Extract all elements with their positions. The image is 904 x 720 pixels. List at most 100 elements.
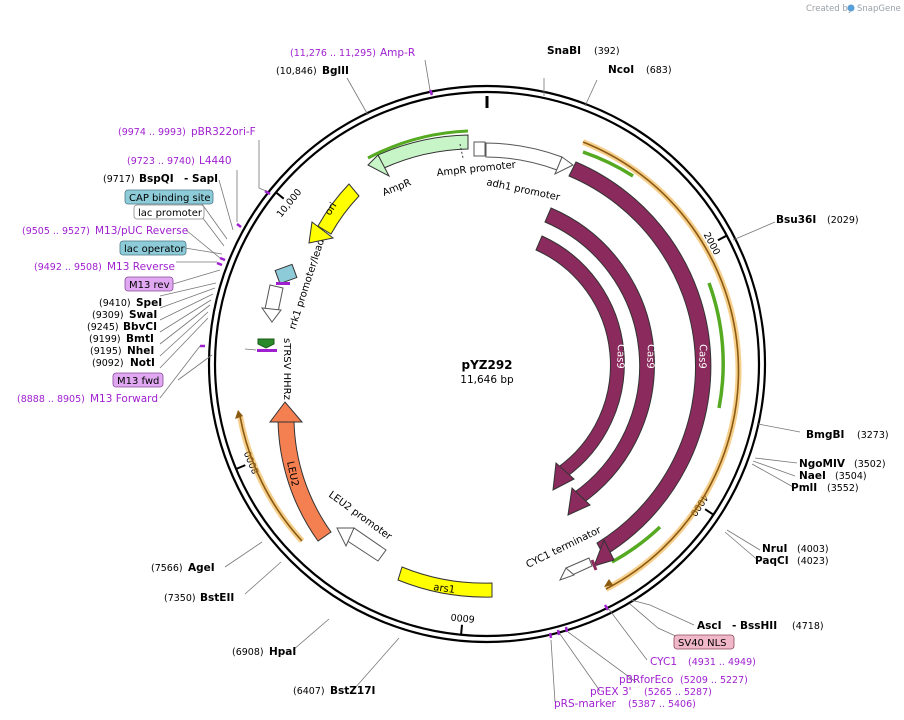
credit-prefix: Created by (806, 4, 853, 14)
site-name: BstZ17I (330, 685, 375, 697)
site-position: (3502) (854, 459, 886, 470)
plasmid-backbone (207, 84, 767, 644)
primer-pbrforeco[interactable]: pBRforEco (5209 .. 5227) (619, 674, 748, 686)
primer-name: M13 Reverse (107, 261, 175, 273)
site-paqci[interactable]: PaqCI (4023) (755, 555, 829, 567)
ori-feature[interactable]: ori (308, 183, 360, 244)
site-name: NaeI (799, 470, 826, 482)
site-name: AscI (697, 620, 722, 632)
strsv-hhrz-feature[interactable]: sTRSV HHRz (257, 338, 292, 400)
ars1-feature[interactable]: ars1 (397, 566, 493, 598)
primer-pgex3[interactable]: pGEX 3' (5265 .. 5287) (590, 686, 712, 698)
site-name: SwaI (129, 309, 157, 321)
adh1-promoter-label: adh1 promoter (485, 177, 561, 203)
primer-name: L4440 (199, 155, 232, 167)
primer-name: M13 Forward (90, 393, 158, 405)
site-name: BspQI (139, 173, 174, 185)
site-position: (4718) (792, 621, 824, 632)
primer-prs-marker[interactable]: pRS-marker (5387 .. 5406) (554, 698, 696, 710)
plasmid-size: 11,646 bp (460, 374, 514, 386)
site-hpai[interactable]: (6908) HpaI (232, 646, 296, 658)
primer-pbr322ori-f[interactable]: (9974 .. 9993) pBR322ori-F (118, 126, 256, 138)
site-bspqi-sapi[interactable]: (9717) BspQI - SapI (103, 173, 218, 185)
primer-range: (9974 .. 9993) (118, 127, 186, 138)
m13-fwd-label: M13 fwd (117, 376, 159, 387)
site-agei[interactable]: (7566) AgeI (151, 562, 215, 574)
primer-l4440[interactable]: (9723 .. 9740) L4440 (127, 155, 232, 167)
primer-amp-r[interactable]: (11,276 .. 11,295) Amp-R (290, 47, 415, 59)
leu2-promoter-feature[interactable]: LEU2 promoter (326, 490, 394, 562)
site-ncoi[interactable]: NcoI (683) (608, 64, 672, 76)
site-position: (683) (646, 65, 672, 76)
site-ngomiv[interactable]: NgoMIV (3502) (799, 458, 886, 470)
primer-range: (9492 .. 9508) (34, 262, 102, 273)
lac-promoter-box[interactable]: lac promoter (133, 204, 205, 220)
primer-name: pGEX 3' (590, 686, 632, 698)
primer-range: (5387 .. 5406) (628, 699, 696, 710)
ampr-promoter-label: AmpR promoter (436, 160, 517, 179)
sv40-nls-box[interactable]: SV40 NLS (673, 634, 735, 650)
site-position: (3273) (857, 430, 889, 441)
ampr-line-primer (367, 129, 469, 160)
site-name: BmtI (126, 333, 154, 345)
site-bmgbi[interactable]: BmgBI (3273) (806, 429, 889, 441)
site-bstz17i[interactable]: (6407) BstZ17I (293, 685, 375, 697)
site-name: SnaBI (547, 45, 581, 57)
primer-name: pBR322ori-F (191, 126, 256, 138)
site-name: BstEII (200, 592, 234, 604)
primer-m13-reverse[interactable]: (9492 .. 9508) M13 Reverse (34, 261, 175, 273)
site-position: (7350) (164, 593, 196, 604)
site-bglii[interactable]: (10,846) BglII (276, 65, 349, 77)
primer-cyc1[interactable]: CYC1 (4931 .. 4949) (650, 656, 756, 668)
cas9-outer[interactable]: Cas9 (568, 161, 712, 567)
m13-fwd-box[interactable]: M13 fwd (112, 372, 164, 388)
site-nrui[interactable]: NruI (4003) (762, 543, 829, 555)
cyc1-terminator-feature[interactable]: CYC1 terminator (524, 524, 604, 581)
site-position: (9195) (90, 346, 122, 357)
primer-range: (8888 .. 8905) (17, 394, 85, 405)
site-position: (9092) (92, 358, 124, 369)
cas9-middle[interactable]: Cas9 (544, 207, 656, 516)
leu2-label: LEU2 (284, 460, 300, 487)
tick-label: 6000 (450, 611, 475, 624)
site-position: (4023) (797, 556, 829, 567)
site-name: BbvCI (123, 321, 157, 333)
cas9-label-middle: Cas9 (644, 344, 656, 369)
site-name: NheI (127, 345, 154, 357)
site-bbvci[interactable]: (9245) BbvCI (87, 321, 157, 333)
site-naei[interactable]: NaeI (3504) (799, 470, 867, 482)
primer-range: (11,276 .. 11,295) (290, 48, 376, 59)
site-bsu36i[interactable]: Bsu36I (2029) (776, 214, 859, 226)
site-position: (6908) (232, 647, 264, 658)
site-snabi[interactable]: SnaBI (392) (547, 45, 620, 57)
site-spei[interactable]: (9410) SpeI (99, 297, 162, 309)
site-swai[interactable]: (9309) SwaI (92, 309, 157, 321)
site-pmli[interactable]: PmlI (3552) (791, 482, 859, 494)
adh1-promoter-feature[interactable]: adh1 promoter (485, 142, 574, 204)
site-nhei[interactable]: (9195) NheI (90, 345, 154, 357)
site-bmti[interactable]: (9199) BmtI (89, 333, 154, 345)
cap-binding-label: CAP binding site (129, 193, 211, 204)
site-bsteii[interactable]: (7350) BstEII (164, 592, 234, 604)
site-asci-bsshii[interactable]: AscI - BssHII (4718) (697, 620, 824, 632)
cap-binding-site-box[interactable]: CAP binding site (124, 189, 214, 205)
site-position: (392) (594, 46, 620, 57)
m13-rev-box[interactable]: M13 rev (124, 276, 174, 292)
cas9-inner[interactable]: Cas9 (535, 235, 626, 491)
leu2-feature[interactable]: LEU2 (269, 401, 332, 542)
site-noti[interactable]: (9092) NotI (92, 357, 155, 369)
rrk1-promoter-feature[interactable]: rrk1 promoter/leader (260, 227, 331, 331)
primer-range: (5265 .. 5287) (644, 687, 712, 698)
site-name: PmlI (791, 482, 817, 494)
plasmid-name: pYZ292 (461, 358, 512, 372)
primer-name: CYC1 (650, 656, 677, 668)
site-name: Bsu36I (776, 214, 816, 226)
primer-m13-puc-reverse[interactable]: (9505 .. 9527) M13/pUC Reverse (22, 225, 188, 237)
credit-brand: SnapGene (857, 4, 901, 14)
primer-m13-forward[interactable]: (8888 .. 8905) M13 Forward (17, 393, 158, 405)
tick-mark (460, 624, 464, 635)
lac-operator-box[interactable]: lac operator (119, 240, 187, 256)
lac-operator-label: lac operator (124, 244, 185, 255)
cas9-label-outer: Cas9 (696, 344, 708, 369)
